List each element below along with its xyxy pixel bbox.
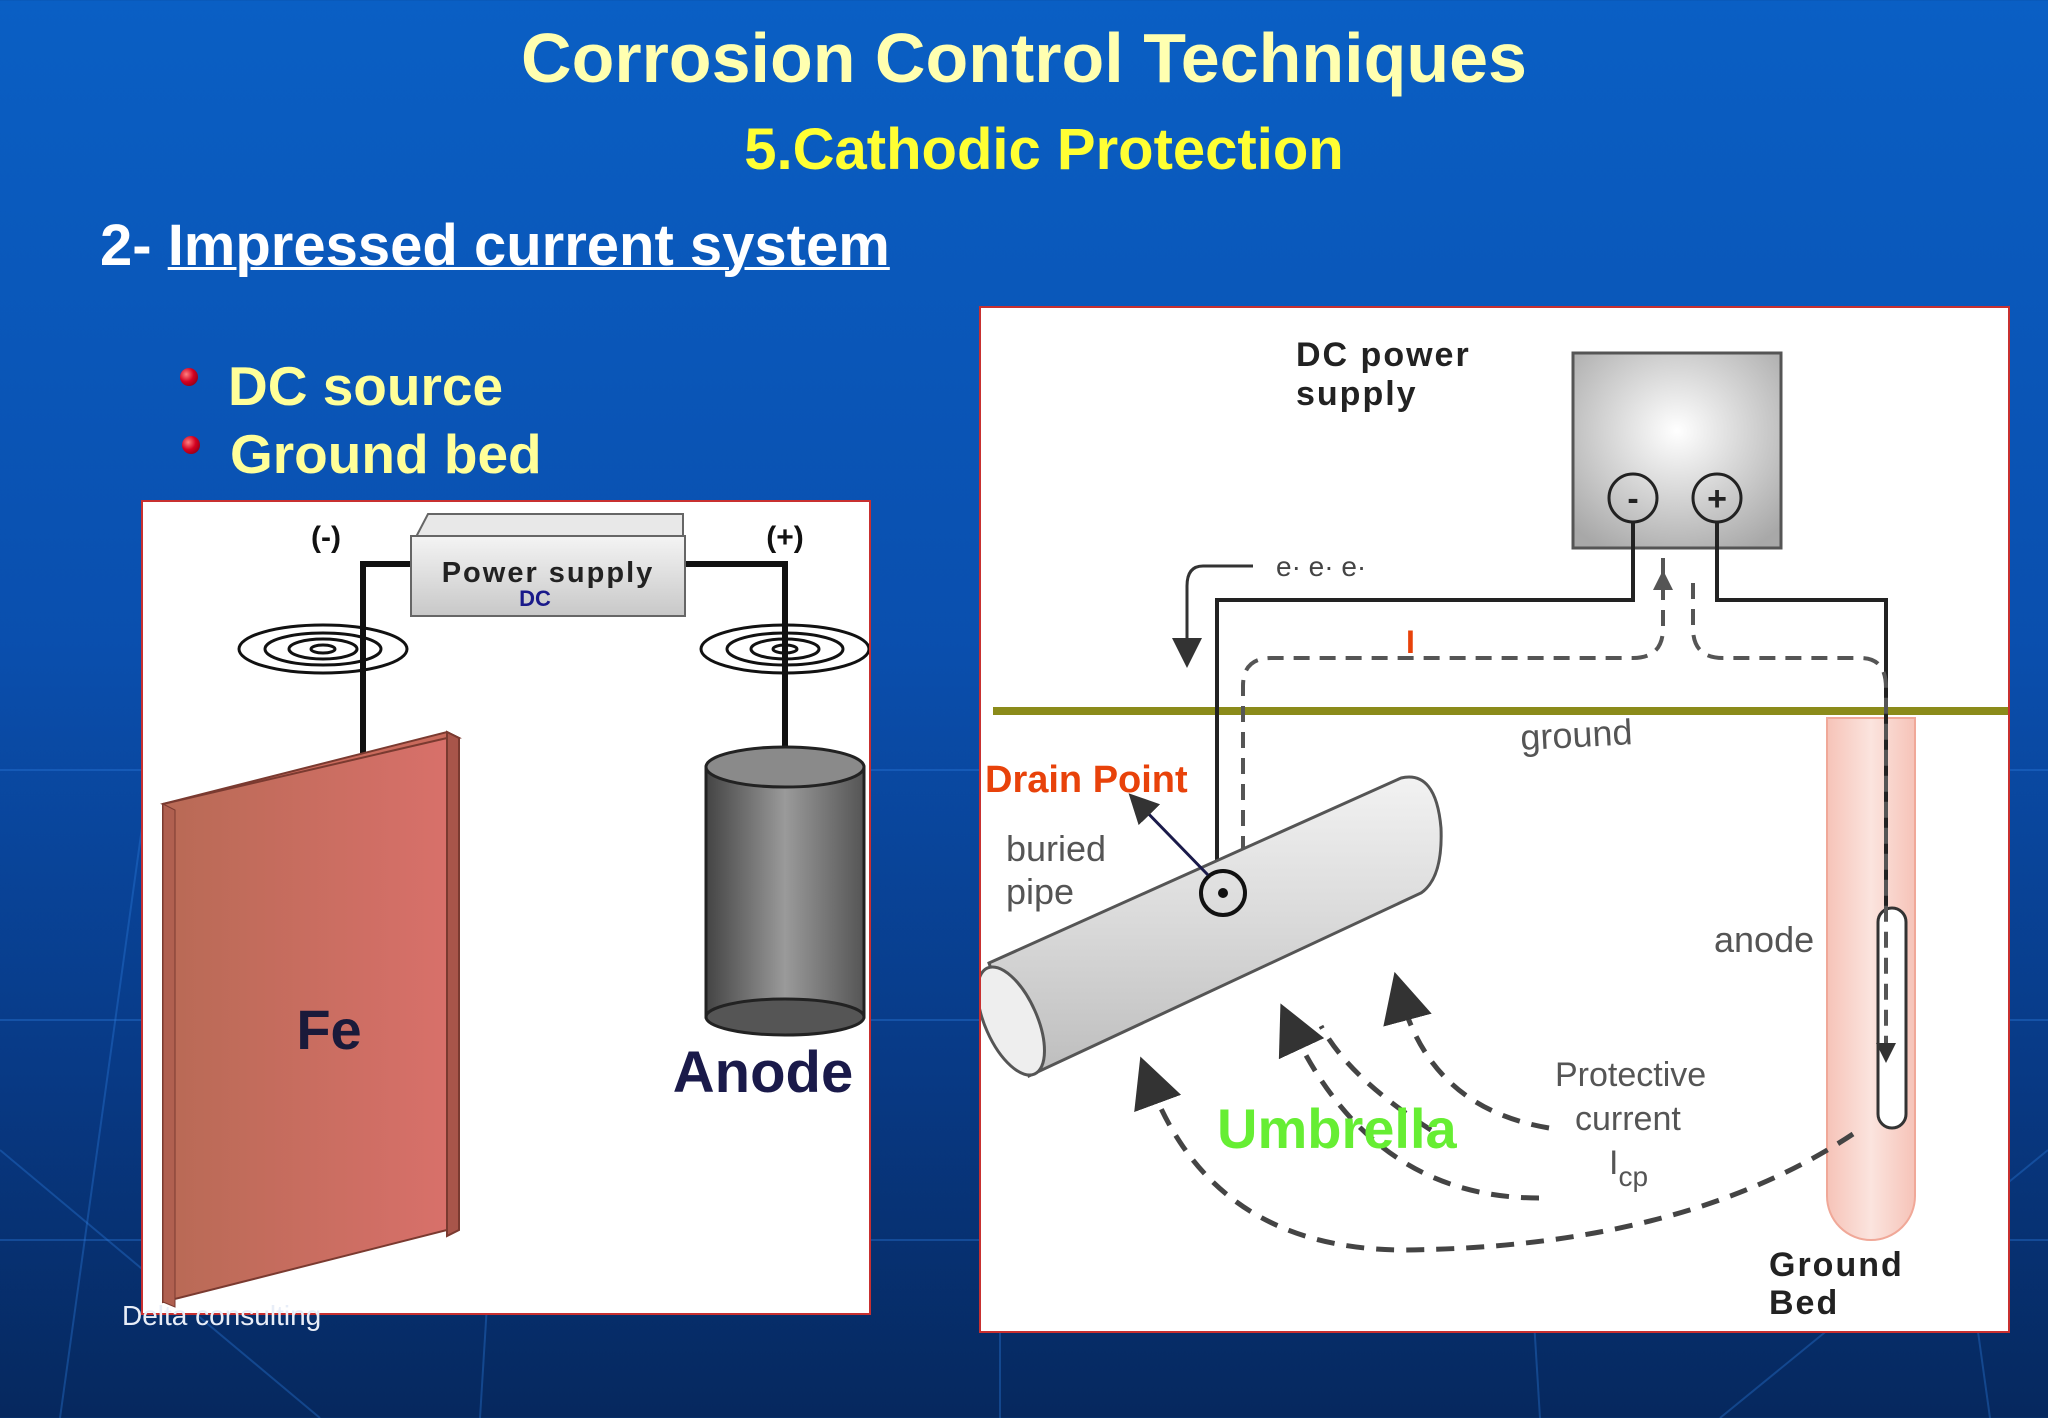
drain-point-pointer-icon <box>1128 793 1210 877</box>
bullet-dot-icon <box>182 436 200 454</box>
negative-terminal-label: (-) <box>311 521 341 554</box>
current-label: I <box>1406 624 1415 660</box>
bullet-dot-icon <box>180 368 198 386</box>
anode-rod <box>1876 906 1908 1130</box>
ground-bed-svg: DC power supply - + e· e· e· <box>976 336 2008 1322</box>
current-arrow-icon <box>1876 1043 1896 1063</box>
bullet-text: Ground bed <box>230 423 542 485</box>
current-word-label: current <box>1575 1100 1681 1138</box>
slide-title: Corrosion Control Techniques <box>521 19 1527 97</box>
minus-label: - <box>1627 480 1638 518</box>
electron-flow-arrow-icon <box>1172 564 1253 668</box>
power-supply-box: Power supply DC <box>410 513 686 617</box>
anode-label: anode <box>1714 919 1814 960</box>
dc-label: DC <box>519 586 551 611</box>
bullet-item: DC source <box>180 354 504 418</box>
section-heading: 2- Impressed current system <box>100 212 890 279</box>
fe-label: Fe <box>296 998 361 1061</box>
buried-pipe <box>976 775 1443 1079</box>
footer-text: Delta consulting <box>122 1300 322 1331</box>
heading-prefix: 2- <box>100 213 168 278</box>
impressed-current-diagram: (-) (+) Power supply DC <box>141 500 871 1315</box>
left-coil-icon <box>237 623 409 675</box>
dc-power-label: DC power <box>1296 336 1471 374</box>
protective-label: Protective <box>1555 1056 1706 1094</box>
drain-point-marker-icon <box>1199 869 1247 917</box>
supply-label: supply <box>1296 375 1418 413</box>
current-path <box>1241 558 1888 1048</box>
impressed-current-svg: (-) (+) Power supply DC <box>160 513 871 1308</box>
electrons-label: e· e· e· <box>1276 551 1366 582</box>
ground-bed-diagram: DC power supply - + e· e· e· <box>976 306 2010 1333</box>
ground-bed-label-line2: Bed <box>1769 1284 1839 1322</box>
ground-bed-column <box>1826 717 1916 1241</box>
ground-label: ground <box>1519 711 1633 758</box>
bullet-item: Ground bed <box>182 422 542 486</box>
protective-current-arrows <box>1134 971 1855 1253</box>
icp-main: I <box>1609 1144 1618 1182</box>
drain-point-label: Drain Point <box>985 759 1188 801</box>
positive-terminal-label: (+) <box>766 521 804 554</box>
slide-subtitle: 5.Cathodic Protection <box>744 117 1344 182</box>
plus-label: + <box>1707 480 1727 518</box>
bullet-text: DC source <box>228 355 504 417</box>
anode-cylinder: Anode <box>673 745 866 1105</box>
ground-bed-label-line1: Ground <box>1769 1246 1904 1284</box>
pipe-label: pipe <box>1006 871 1074 912</box>
icp-symbol: Icp <box>1609 1144 1648 1192</box>
dc-power-supply-box: - + <box>1571 351 1783 550</box>
icp-subscript: cp <box>1618 1161 1648 1192</box>
circuit-wires <box>360 561 788 757</box>
fe-plate: Fe <box>160 730 462 1308</box>
drain-point-dot-icon <box>1218 888 1228 898</box>
anode-label: Anode <box>673 1040 853 1105</box>
umbrella-label: Umbrella <box>1217 1097 1457 1160</box>
heading-text: Impressed current system <box>167 213 890 278</box>
buried-label: buried <box>1006 828 1106 869</box>
power-supply-label: Power supply <box>442 557 655 589</box>
current-arrow-icon <box>1653 570 1673 590</box>
